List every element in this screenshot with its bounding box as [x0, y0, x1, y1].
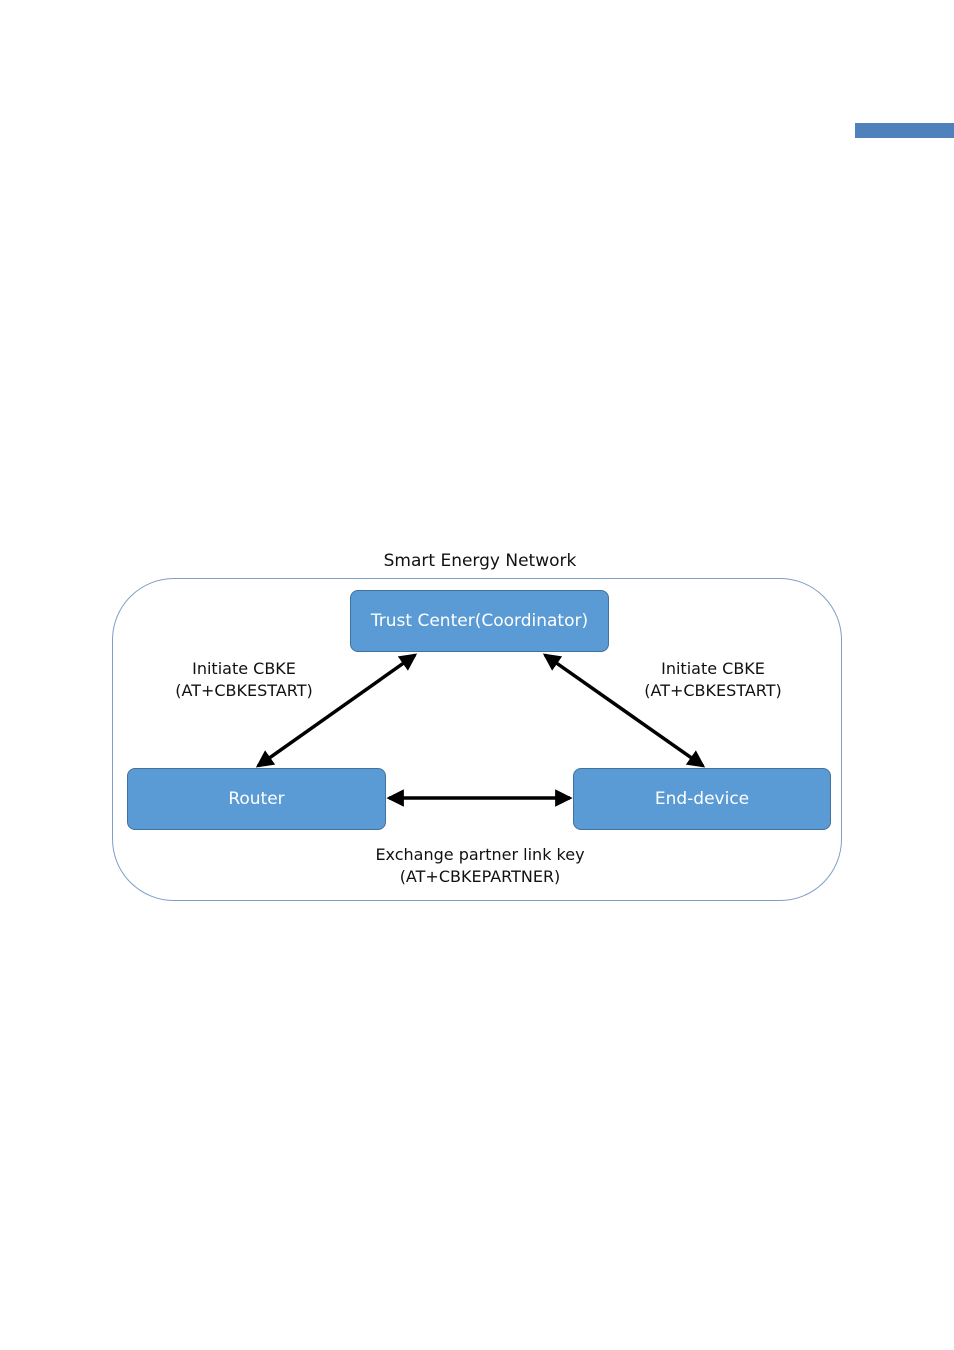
- edge-label-line1: Exchange partner link key: [330, 844, 630, 866]
- edge-label-end-device-trust-center: Initiate CBKE (AT+CBKESTART): [623, 658, 803, 702]
- node-end-device: End-device: [573, 768, 831, 830]
- edge-label-line1: Initiate CBKE: [623, 658, 803, 680]
- header-accent-bar: [855, 123, 954, 138]
- edge-label-line2: (AT+CBKESTART): [623, 680, 803, 702]
- edge-label-router-end-device: Exchange partner link key (AT+CBKEPARTNE…: [330, 844, 630, 888]
- edge-label-line2: (AT+CBKESTART): [154, 680, 334, 702]
- node-router: Router: [127, 768, 386, 830]
- node-end-device-label: End-device: [655, 789, 749, 809]
- network-title: Smart Energy Network: [330, 550, 630, 572]
- edge-label-router-trust-center: Initiate CBKE (AT+CBKESTART): [154, 658, 334, 702]
- node-trust-center: Trust Center(Coordinator): [350, 590, 609, 652]
- edge-label-line2: (AT+CBKEPARTNER): [330, 866, 630, 888]
- node-trust-center-label: Trust Center(Coordinator): [371, 611, 588, 631]
- edge-label-line1: Initiate CBKE: [154, 658, 334, 680]
- node-router-label: Router: [228, 789, 284, 809]
